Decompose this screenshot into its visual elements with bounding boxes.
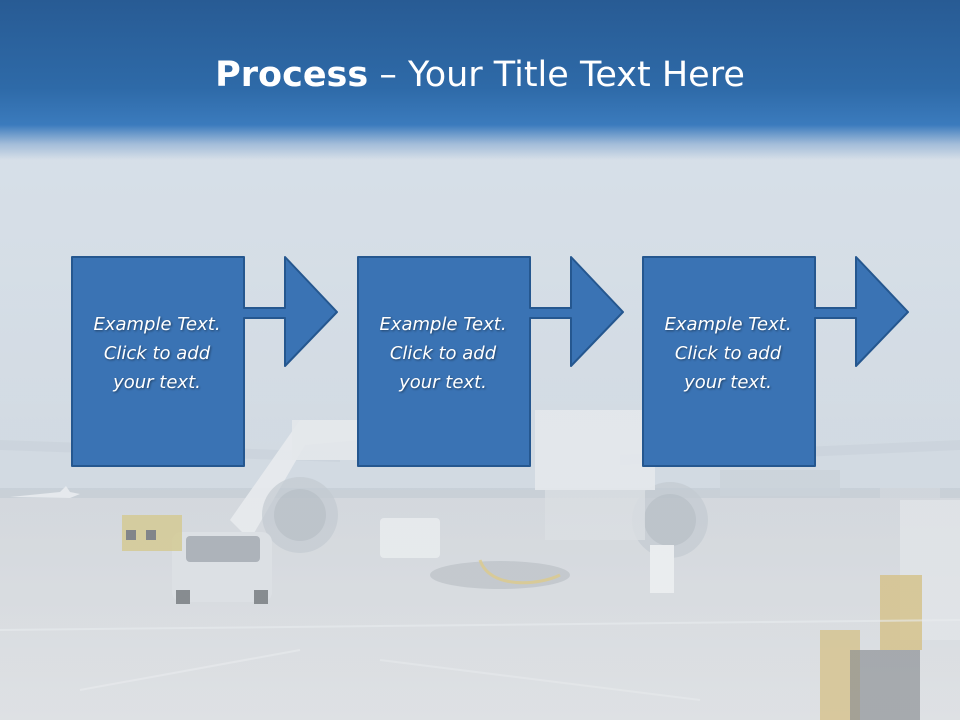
process-step-1[interactable]: Example Text. Click to add your text. <box>71 256 367 468</box>
step-line-3: your text. <box>684 372 772 393</box>
step-text[interactable]: Example Text. Click to add your text. <box>357 310 529 397</box>
process-step-3[interactable]: Example Text. Click to add your text. <box>642 256 938 468</box>
step-shape <box>71 256 338 467</box>
step-line-1: Example Text. <box>379 314 507 335</box>
step-line-2: Click to add <box>674 343 782 364</box>
step-text[interactable]: Example Text. Click to add your text. <box>71 310 243 397</box>
slide-title[interactable]: Process – Your Title Text Here <box>0 52 960 98</box>
process-step-2[interactable]: Example Text. Click to add your text. <box>357 256 653 468</box>
title-bold: Process <box>215 55 369 95</box>
step-text[interactable]: Example Text. Click to add your text. <box>642 310 814 397</box>
step-line-3: your text. <box>113 372 201 393</box>
step-line-2: Click to add <box>389 343 497 364</box>
step-line-3: your text. <box>399 372 487 393</box>
step-shape <box>357 256 624 467</box>
step-shape <box>642 256 909 467</box>
title-rest: – Your Title Text Here <box>368 55 745 95</box>
title-bar <box>0 0 960 160</box>
step-line-1: Example Text. <box>93 314 221 335</box>
step-line-1: Example Text. <box>664 314 792 335</box>
step-line-2: Click to add <box>103 343 211 364</box>
